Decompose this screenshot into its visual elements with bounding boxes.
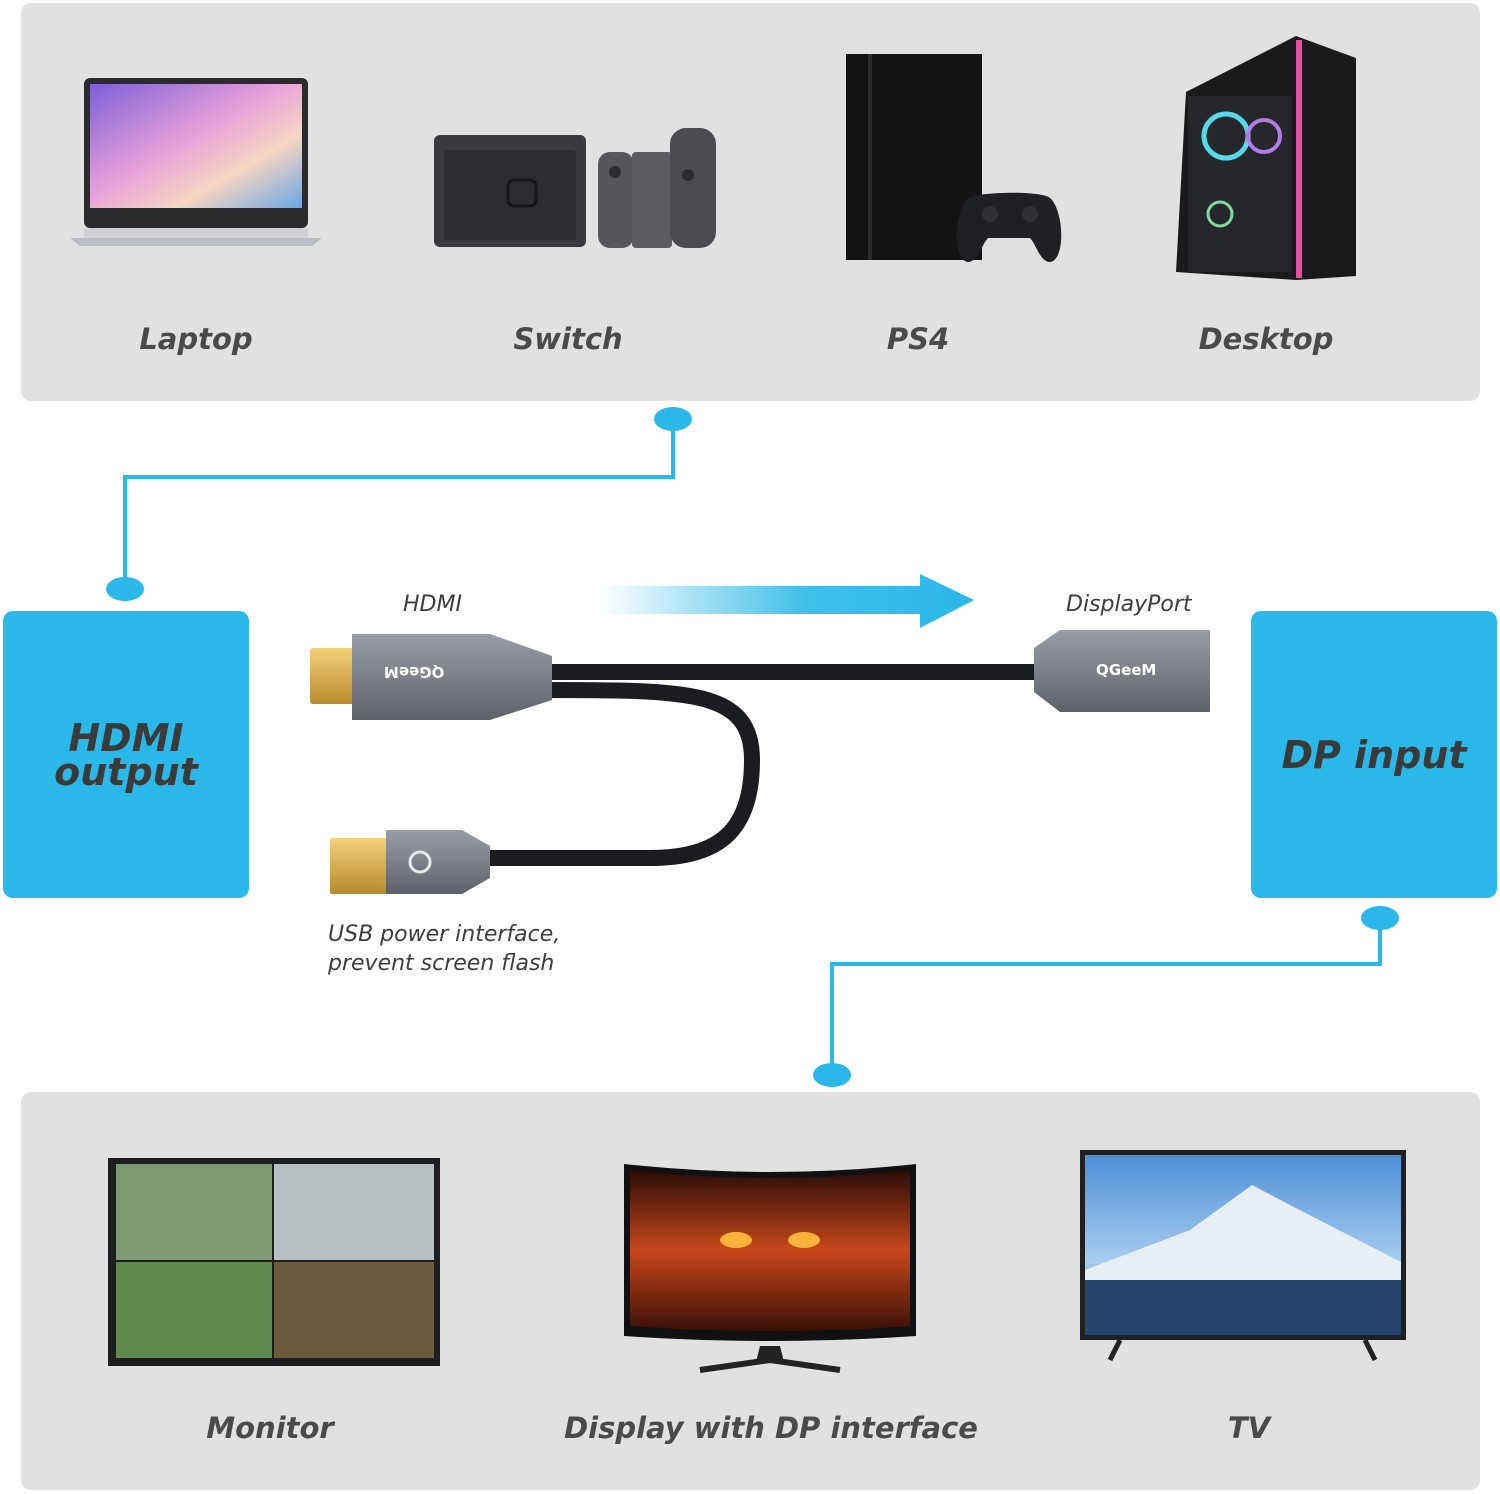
hdmi-output-line2: output bbox=[54, 749, 198, 794]
source-label-switch: Switch bbox=[513, 322, 623, 356]
hdmi-output-line1: HDMI bbox=[68, 715, 184, 760]
usb-label-line1: USB power interface, bbox=[328, 922, 561, 947]
displayport-label: DisplayPort bbox=[1066, 592, 1192, 617]
dp-brand-text: QGeeM bbox=[1096, 661, 1157, 679]
source-label-desktop: Desktop bbox=[1198, 322, 1334, 356]
right-connector-dot bbox=[1361, 906, 1399, 930]
display-label-tv: TV bbox=[1227, 1411, 1271, 1445]
hdmi-brand-text: QGeeM bbox=[384, 663, 445, 681]
usb-label-line2: prevent screen flash bbox=[328, 951, 555, 976]
source-label-ps4: PS4 bbox=[886, 322, 950, 356]
direction-arrow bbox=[600, 574, 974, 628]
hdmi-label: HDMI bbox=[403, 592, 462, 617]
usb-plug-tip bbox=[330, 838, 388, 894]
bottom-connector-dot bbox=[813, 1063, 851, 1087]
hdmi-plug-body bbox=[352, 634, 552, 720]
power-icon bbox=[408, 850, 432, 874]
dp-input-box: DP input bbox=[1251, 611, 1497, 898]
hdmi-plug-tip bbox=[310, 648, 356, 704]
dp-input-label: DP input bbox=[1281, 732, 1467, 777]
top-connector-line bbox=[123, 419, 675, 589]
display-label-monitor: Monitor bbox=[206, 1411, 334, 1445]
usb-cable bbox=[488, 682, 761, 866]
usb-plug-body bbox=[386, 830, 490, 894]
left-connector-dot bbox=[106, 577, 144, 601]
source-label-laptop: Laptop bbox=[139, 322, 253, 356]
bottom-connector-line bbox=[830, 918, 1382, 1075]
top-connector-dot bbox=[654, 407, 692, 431]
display-label-dp-display: Display with DP interface bbox=[564, 1411, 978, 1445]
